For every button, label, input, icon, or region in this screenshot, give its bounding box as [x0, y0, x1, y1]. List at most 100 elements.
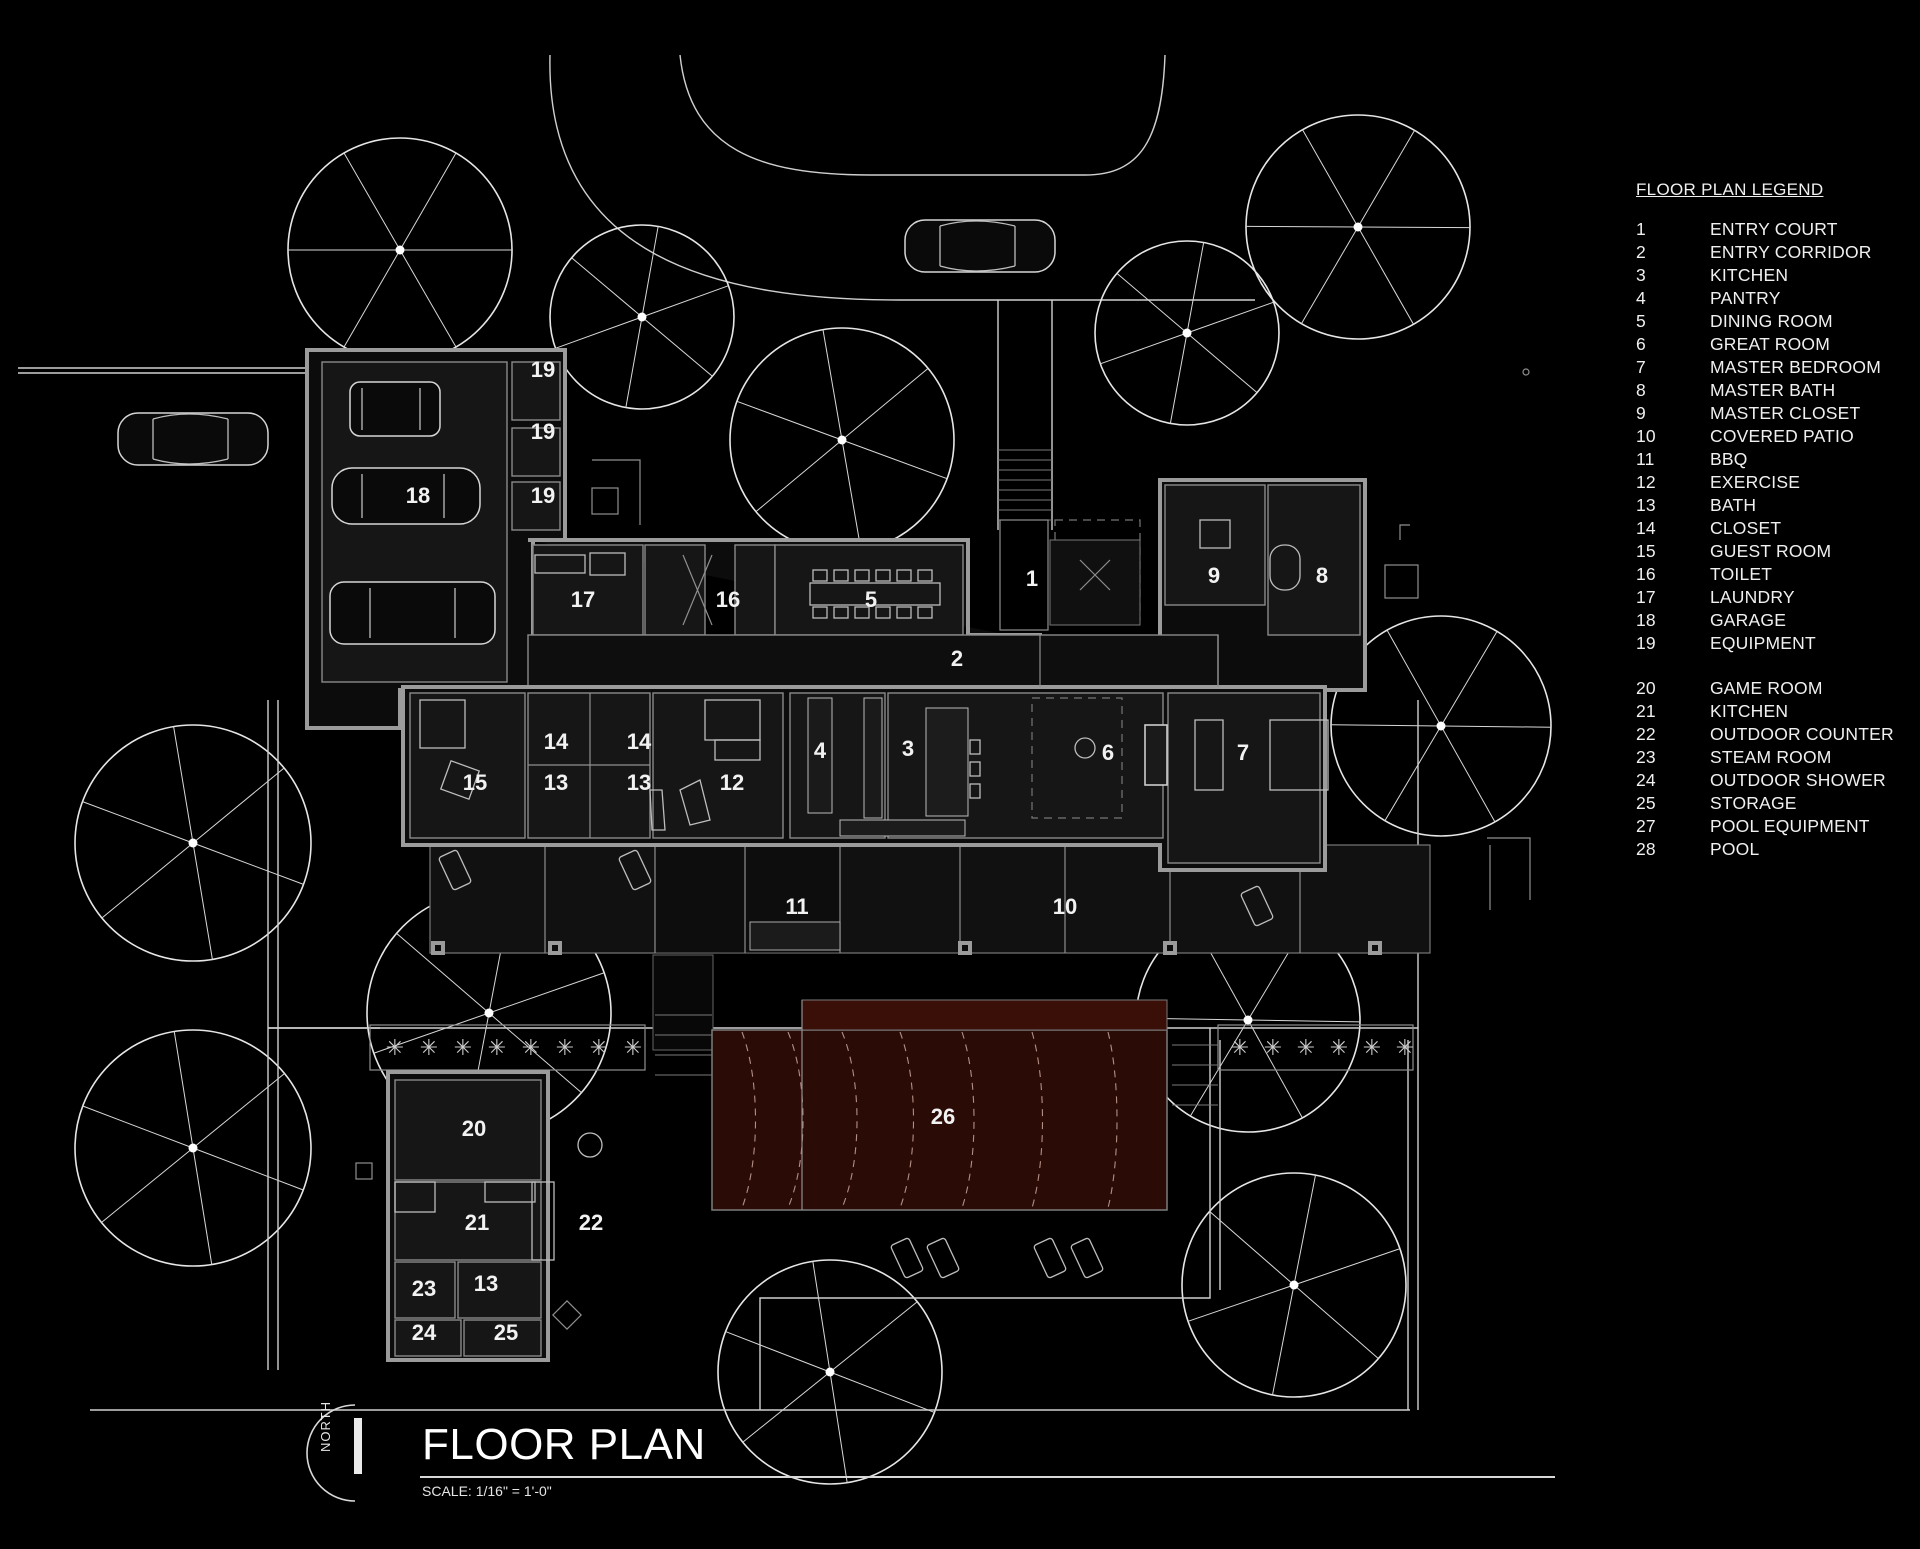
legend-item: 4 PANTRY: [1636, 287, 1916, 310]
legend-item-name: STORAGE: [1710, 793, 1797, 813]
legend-item-name: BBQ: [1710, 449, 1748, 469]
room-label-13c: 13: [474, 1271, 498, 1296]
dining-chair-icon: [833, 569, 849, 582]
pool: [655, 999, 1218, 1211]
legend-item-name: ENTRY CORRIDOR: [1710, 242, 1872, 262]
legend-item-name: EXERCISE: [1710, 472, 1801, 492]
room-labels: 1 2 3 4 5 6 7 8 9 10 11 12 13 13 13 14 1…: [406, 357, 1328, 1345]
legend-item-number: 12: [1636, 472, 1656, 492]
legend-item-name: KITCHEN: [1710, 701, 1789, 721]
legend-gap: [1636, 655, 1916, 677]
legend-item: 22 OUTDOOR COUNTER: [1636, 723, 1916, 746]
room-label-19a: 19: [531, 357, 555, 382]
north-arrow-icon: [306, 1404, 362, 1502]
room-label-9: 9: [1208, 563, 1220, 588]
legend-item-number: 7: [1636, 357, 1646, 377]
room-label-13b: 13: [627, 770, 651, 795]
lounge-chair-icon: [1240, 885, 1274, 927]
room-label-24: 24: [412, 1320, 437, 1345]
room-label-21: 21: [465, 1210, 489, 1235]
legend-item-name: OUTDOOR COUNTER: [1710, 724, 1894, 744]
legend-item-name: COVERED PATIO: [1710, 426, 1854, 446]
drawing-title: FLOOR PLAN: [422, 1420, 706, 1469]
dining-chair-icon: [896, 569, 912, 582]
legend-item-name: POOL: [1710, 839, 1760, 859]
legend-item-name: POOL EQUIPMENT: [1710, 816, 1870, 836]
legend-item-number: 10: [1636, 426, 1656, 446]
legend-item-number: 15: [1636, 541, 1656, 561]
legend-item-name: CLOSET: [1710, 518, 1782, 538]
legend-item-name: GREAT ROOM: [1710, 334, 1830, 354]
legend-item-number: 18: [1636, 610, 1656, 630]
legend-item-number: 17: [1636, 587, 1656, 607]
lounge-chair-icon: [890, 1237, 924, 1279]
room-label-14a: 14: [544, 729, 569, 754]
legend-item-name: STEAM ROOM: [1710, 747, 1832, 767]
tree-symbol: [549, 224, 735, 410]
dining-chair-icon: [875, 606, 891, 619]
lounge-chair-icon: [1070, 1237, 1104, 1279]
tree-symbol: [1094, 240, 1280, 426]
room-label-19c: 19: [531, 483, 555, 508]
stool-icon: [969, 783, 981, 799]
legend-item-number: 23: [1636, 747, 1656, 767]
pool-house: [355, 1070, 603, 1362]
legend-item-number: 19: [1636, 633, 1656, 653]
plant-icon: ✳: [624, 1035, 642, 1060]
room-label-22: 22: [579, 1210, 603, 1235]
legend-item-number: 22: [1636, 724, 1656, 744]
plant-icon: ✳: [488, 1035, 506, 1060]
plant-icon: ✳: [1330, 1035, 1348, 1060]
plant-icon: ✳: [1231, 1035, 1249, 1060]
legend-item-number: 4: [1636, 288, 1646, 308]
dining-chair-icon: [812, 569, 828, 582]
tree-symbol: [287, 137, 513, 363]
legend-item-name: OUTDOOR SHOWER: [1710, 770, 1886, 790]
legend-item: 2 ENTRY CORRIDOR: [1636, 241, 1916, 264]
legend-item: 10 COVERED PATIO: [1636, 425, 1916, 448]
legend-item-name: MASTER BATH: [1710, 380, 1836, 400]
dining-chair-icon: [833, 606, 849, 619]
plant-icon: ✳: [1396, 1035, 1414, 1060]
room-label-20: 20: [462, 1116, 486, 1141]
legend-item-name: KITCHEN: [1710, 265, 1789, 285]
legend-item-name: TOILET: [1710, 564, 1773, 584]
legend-item-name: PANTRY: [1710, 288, 1781, 308]
room-label-10: 10: [1053, 894, 1077, 919]
legend-item: 23 STEAM ROOM: [1636, 746, 1916, 769]
legend-item-name: ENTRY COURT: [1710, 219, 1838, 239]
room-label-25: 25: [494, 1320, 518, 1345]
room-label-26: 26: [931, 1104, 955, 1129]
plant-icon: ✳: [1363, 1035, 1381, 1060]
dining-chair-icon: [917, 606, 933, 619]
legend-item-number: 20: [1636, 678, 1656, 698]
north-label: NORTH: [318, 1401, 333, 1452]
driveway: [18, 54, 1255, 530]
room-label-8: 8: [1316, 563, 1328, 588]
dining-chair-icon: [875, 569, 891, 582]
legend-item-name: LAUNDRY: [1710, 587, 1795, 607]
legend-item: 17 LAUNDRY: [1636, 586, 1916, 609]
legend-item-name: GAME ROOM: [1710, 678, 1823, 698]
garage-cars: [329, 381, 496, 645]
legend-item-number: 2: [1636, 242, 1646, 262]
plant-icon: ✳: [522, 1035, 540, 1060]
legend-item-number: 1: [1636, 219, 1646, 239]
plant-icon: ✳: [1297, 1035, 1315, 1060]
drawing-scale: SCALE: 1/16" = 1'-0": [422, 1483, 552, 1499]
